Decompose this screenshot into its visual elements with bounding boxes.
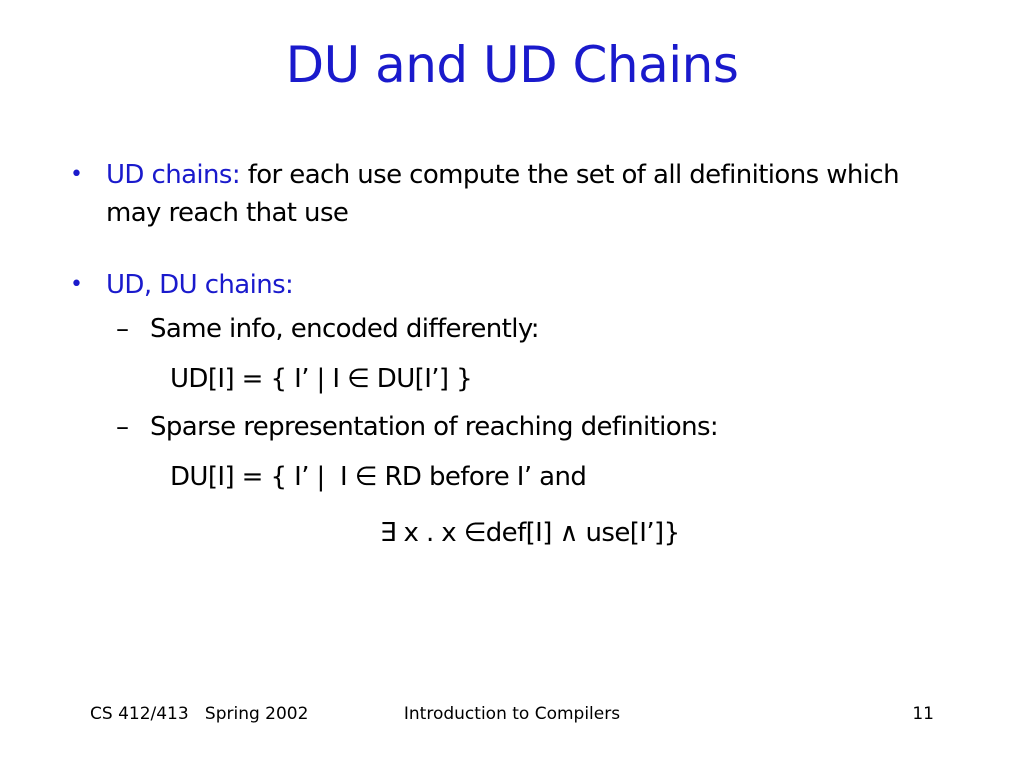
- footer-page-number: 11: [912, 704, 934, 724]
- footer-course: CS 412/413 Spring 2002: [90, 704, 309, 724]
- bullet-label: UD, DU chains:: [106, 270, 294, 300]
- bullet-text: UD, DU chains:: [106, 266, 936, 304]
- sub-bullet-text: Same info, encoded differently:: [150, 314, 540, 344]
- slide-title: DU and UD Chains: [285, 36, 739, 94]
- bullet-dot: •: [70, 162, 83, 187]
- du-formula-line1: DU[I] = { I’ | I ∈ RD before I’ and: [170, 462, 587, 492]
- ud-formula: UD[I] = { I’ | I ∈ DU[I’] }: [170, 364, 473, 394]
- sub-bullet-dash: –: [116, 314, 129, 344]
- sub-bullet-text: Sparse representation of reaching defini…: [150, 412, 719, 442]
- sub-bullet-dash: –: [116, 412, 129, 442]
- bullet-label: UD chains:: [106, 160, 241, 190]
- bullet-text: UD chains: for each use compute the set …: [106, 156, 936, 232]
- footer-center-title: Introduction to Compilers: [403, 704, 621, 724]
- bullet-body: for each use compute the set of all defi…: [106, 160, 900, 228]
- du-formula-line2: ∃ x . x ∈def[I] ∧ use[I’]}: [380, 518, 680, 548]
- bullet-dot: •: [70, 272, 83, 297]
